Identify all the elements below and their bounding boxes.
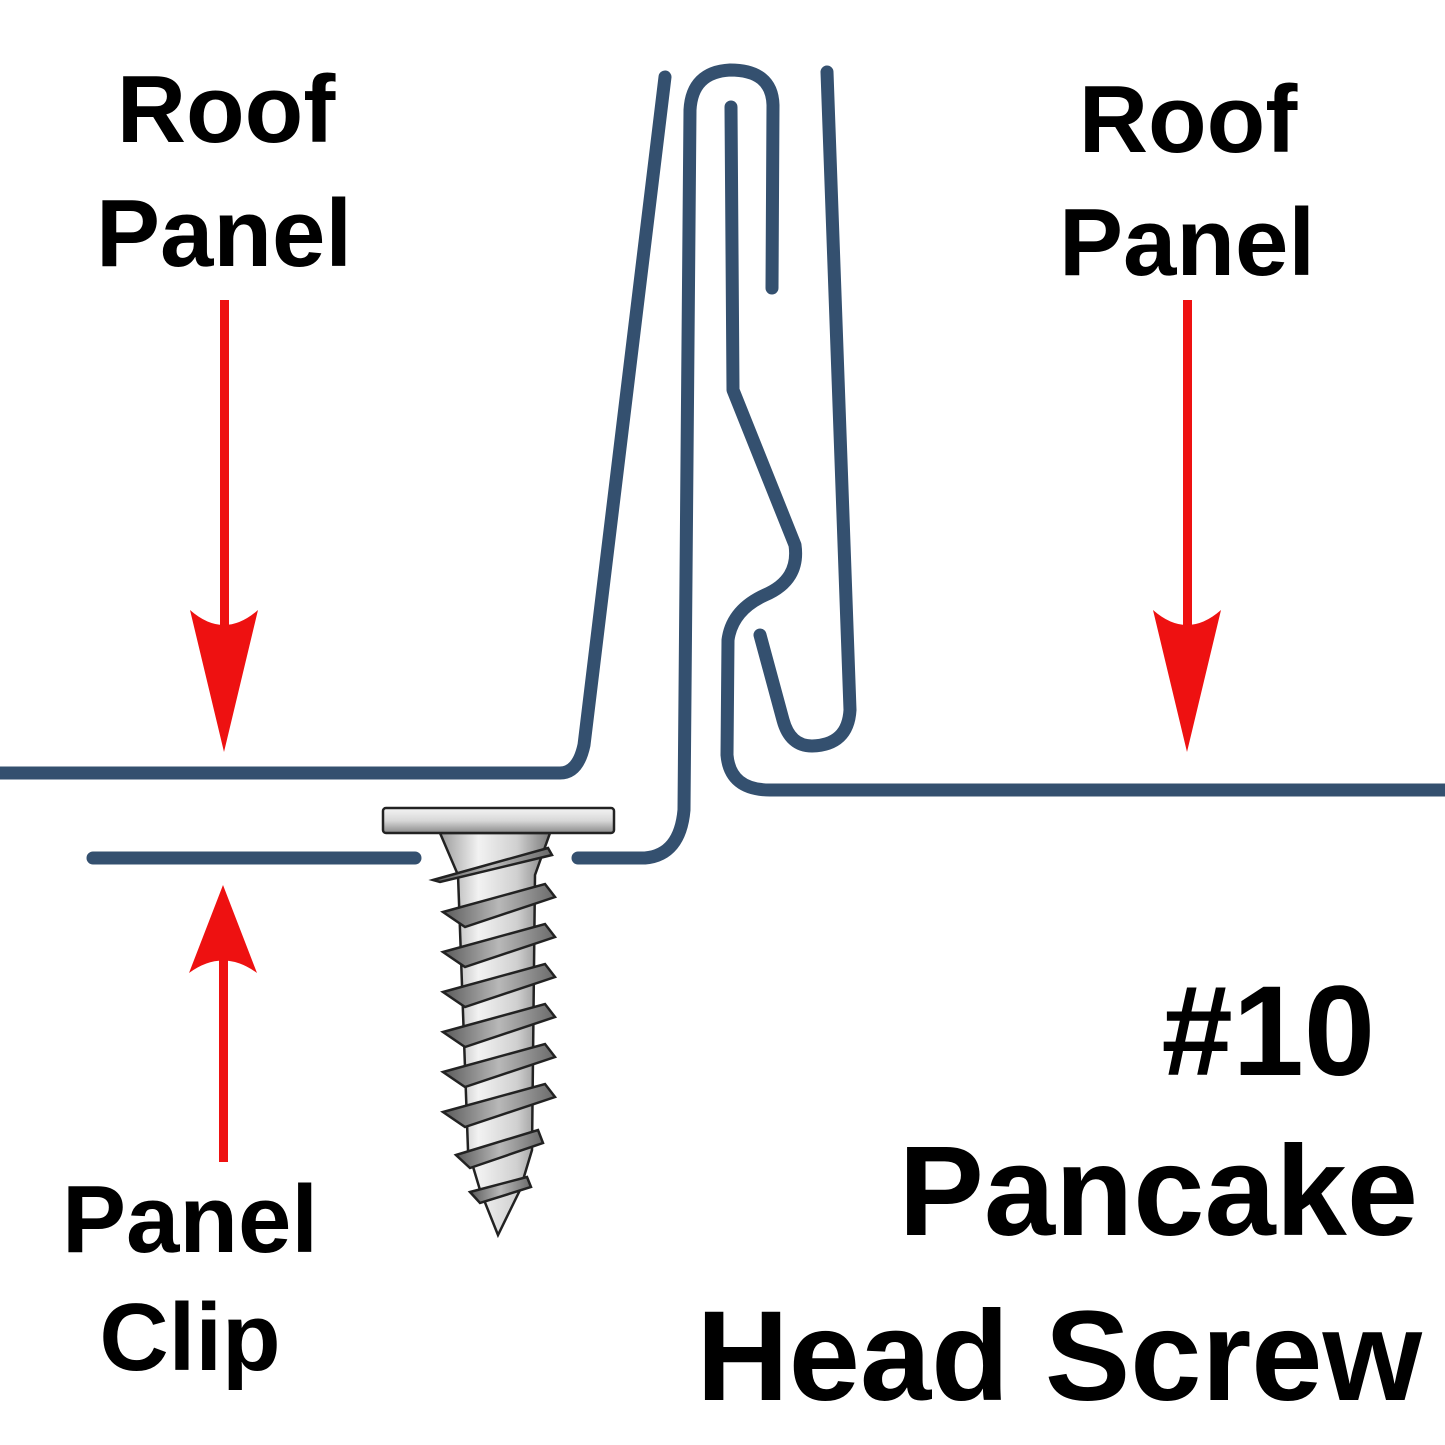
arrow-clip-head: [189, 885, 257, 973]
label-screw-size: #10: [1161, 960, 1375, 1103]
label-panel-clip-2: Clip: [99, 1284, 280, 1391]
arrows: [189, 300, 1221, 1162]
arrow-left-roof-head: [190, 610, 258, 752]
right-roof-panel-hook: [720, 100, 1445, 797]
arrow-clip-shaft: [219, 950, 228, 1162]
label-roof-panel-left-1: Roof: [117, 56, 337, 163]
screw-pancake-head: [381, 806, 616, 835]
label-screw-name: Head Screw: [696, 1285, 1422, 1428]
arrow-right-roof-shaft: [1183, 300, 1192, 680]
arrow-left-roof-shaft: [220, 300, 229, 680]
label-screw-type: Pancake: [899, 1120, 1419, 1263]
screw-threads: [428, 846, 558, 1205]
right-roof-panel-leg: [753, 65, 857, 753]
label-roof-panel-right-1: Roof: [1079, 66, 1299, 173]
screw: [381, 806, 616, 1239]
label-roof-panel-right-2: Panel: [1059, 189, 1315, 296]
panel-clip: [86, 63, 780, 865]
label-roof-panel-left-2: Panel: [96, 180, 352, 287]
left-roof-panel: [0, 70, 672, 780]
label-panel-clip-1: Panel: [62, 1166, 318, 1273]
arrow-right-roof-head: [1153, 610, 1221, 752]
